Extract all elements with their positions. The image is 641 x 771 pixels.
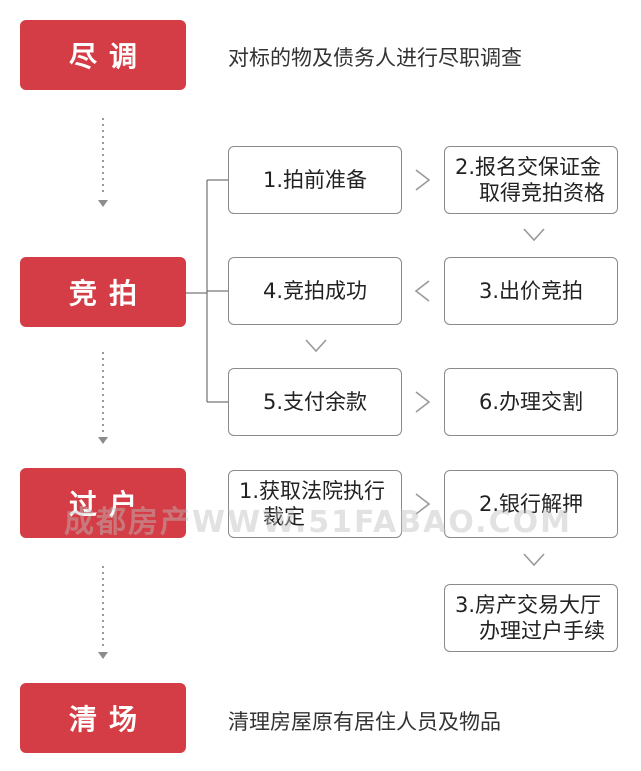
step-pay-balance: 5.支付余款	[228, 368, 402, 436]
stage-clearance: 清场	[20, 683, 186, 753]
step-pre-auction-prep: 1.拍前准备	[228, 146, 402, 214]
chevron-right-icon	[415, 169, 431, 191]
step-court-ruling: 1.获取法院执行裁定	[228, 470, 402, 538]
chevron-left-icon	[414, 280, 430, 302]
watermark: 成都房产WWW.51FABAO.COM	[64, 505, 572, 540]
stage-transfer: 过户	[20, 468, 186, 538]
step-transfer-procedure: 3.房产交易大厅办理过户手续	[444, 584, 618, 652]
chevron-down-icon	[523, 553, 545, 567]
step-bid: 3.出价竞拍	[444, 257, 618, 325]
stage-clearance-desc: 清理房屋原有居住人员及物品	[228, 710, 501, 734]
chevron-right-icon	[415, 391, 431, 413]
stage-due-diligence-desc: 对标的物及债务人进行尽职调查	[228, 46, 522, 70]
stage-due-diligence: 尽调	[20, 20, 186, 90]
bracket-connector	[186, 179, 228, 403]
step-handover: 6.办理交割	[444, 368, 618, 436]
step-auction-success: 4.竞拍成功	[228, 257, 402, 325]
step-bank-release: 2.银行解押	[444, 470, 618, 538]
chevron-down-icon	[305, 339, 327, 353]
stage-auction: 竞拍	[20, 257, 186, 327]
step-register-deposit: 2.报名交保证金取得竞拍资格	[444, 146, 618, 214]
chevron-down-icon	[523, 228, 545, 242]
chevron-right-icon	[415, 493, 431, 515]
down-arrowheads	[98, 200, 108, 659]
chevrons	[305, 169, 545, 567]
